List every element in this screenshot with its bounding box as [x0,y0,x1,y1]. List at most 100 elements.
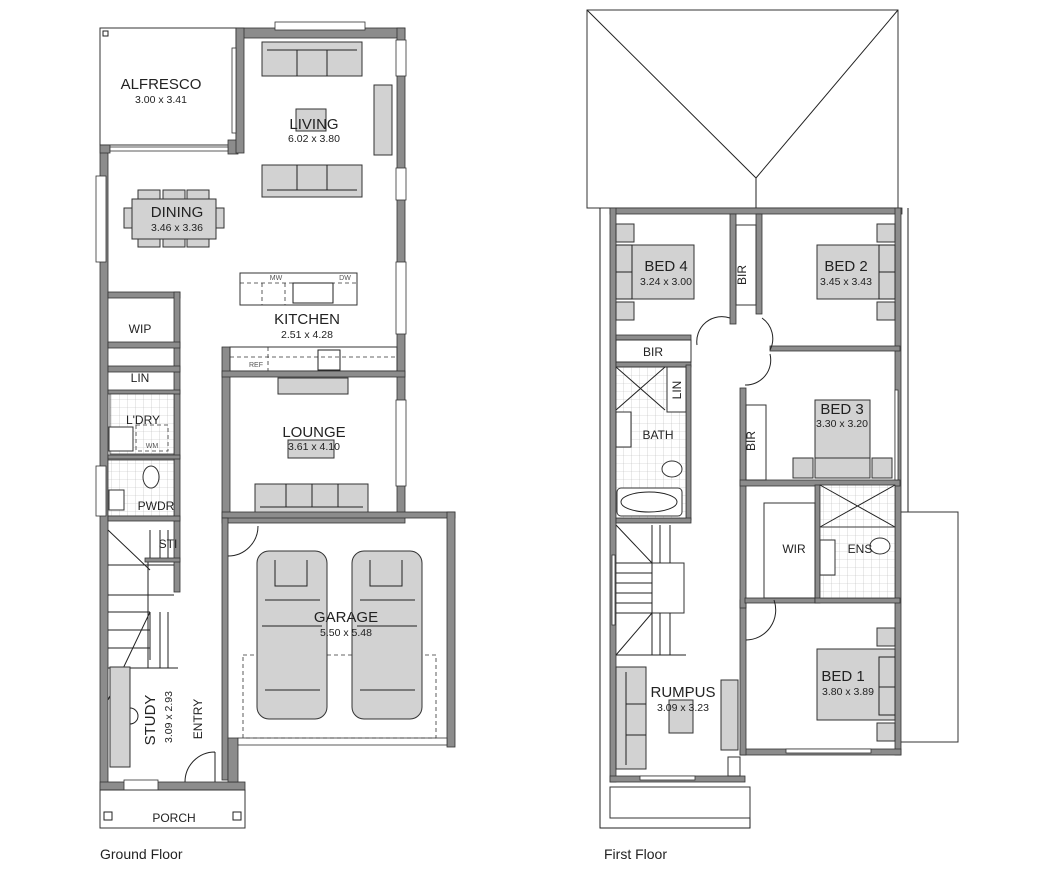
window [395,167,407,201]
pillows [878,244,895,300]
room-name-bir-bed3: BIR [744,431,758,451]
toilet [869,537,891,555]
room-size-lounge: 3.61 x 4.10 [288,441,340,453]
wall [107,389,181,395]
car [351,550,423,720]
pillows [878,656,895,716]
room-name-porch: PORCH [152,811,195,825]
roof [586,9,899,209]
wall [615,334,692,341]
room-name-dining: DINING [151,204,204,221]
wall [446,511,456,748]
cupboard [727,756,741,777]
wall [685,364,692,521]
dining-table [123,189,225,248]
bedside-table [871,457,893,479]
room-name-bed2: BED 2 [824,258,867,275]
sofa-cushions [267,165,357,191]
wall [744,597,816,604]
ground-floor-plan: MW DW REF WM [95,21,456,862]
built-in-robe [745,404,767,481]
sofa-cushions [260,484,363,508]
built-in-robe [735,224,757,306]
cabinets [230,347,397,371]
wall [769,345,901,352]
room-size-living: 6.02 x 3.80 [288,133,340,145]
bathtub [616,487,683,517]
wall [609,207,617,783]
basin [819,539,836,576]
pillows [814,457,871,479]
wall [755,213,763,315]
window [611,554,616,626]
room-name-bed3: BED 3 [820,401,863,418]
room-name-bir-top: BIR [735,265,749,285]
room-size-alfresco: 3.00 x 3.41 [135,94,187,106]
room-size-kitchen: 2.51 x 4.28 [281,329,333,341]
balcony [899,511,959,743]
bedside-table [876,223,896,243]
room-size-garage: 5.50 x 5.48 [320,627,372,639]
cooktop [317,349,341,371]
bed [814,399,871,459]
wm-label: WM [146,443,159,450]
coffee-table [287,439,335,459]
basin [108,489,125,511]
room-name-bir-bed4: BIR [643,345,663,359]
room-name-entry: ENTRY [191,699,205,739]
room-name-bed4: BED 4 [644,258,687,275]
shower-lines [819,484,896,528]
door-swings [696,316,774,386]
basin [615,411,632,448]
sofa [615,666,647,770]
tv-unit [373,84,393,156]
wall [609,207,903,215]
room-name-rumpus: RUMPUS [650,684,715,701]
tv-unit [720,679,739,751]
roof-hip-lines [586,9,899,208]
first-floor-plan: BED 4 3.24 x 3.00 BED 2 3.45 x 3.43 BIR … [586,9,959,862]
window [274,21,366,31]
room-size-bed3: 3.30 x 3.20 [816,418,868,430]
room-size-bed2: 3.45 x 3.43 [820,276,872,288]
ground-floor-caption: Ground Floor [100,846,183,862]
fridge-label: REF [249,362,263,369]
bedside-table [876,722,896,742]
microwave-label: MW [270,275,283,282]
bedside-table [876,627,896,647]
post [102,30,109,37]
window [639,775,696,781]
wall [107,454,181,460]
toilet [661,460,683,478]
wall [615,517,692,524]
wall [227,737,239,783]
window [395,261,407,335]
toilet [142,465,160,489]
wall [814,597,901,604]
alfresco-area [99,27,237,146]
room-size-study: 3.09 x 2.93 [163,691,175,743]
entry-door [184,751,216,783]
pillows [616,244,633,300]
wall [235,27,245,154]
wall [107,291,181,299]
coffee-table [668,699,694,734]
coffee-table [295,108,327,132]
room-name-garage: GARAGE [314,609,378,626]
sofa-cushions [625,672,646,765]
wall [107,341,181,349]
room-name-living: LIVING [289,116,338,133]
sliding-door [231,47,237,134]
post [232,811,242,821]
room-size-bed4: 3.24 x 3.00 [640,276,692,288]
room-name-study: STUDY [142,695,159,746]
room-name-lounge: LOUNGE [282,424,345,441]
room-name-sti: STI [159,537,178,551]
room-name-lin: LIN [131,371,150,385]
garage-zone [242,654,437,739]
planter-box [609,786,751,819]
bedside-table [615,223,635,243]
porch-area [99,789,246,829]
room-name-alfresco: ALFRESCO [121,76,202,93]
